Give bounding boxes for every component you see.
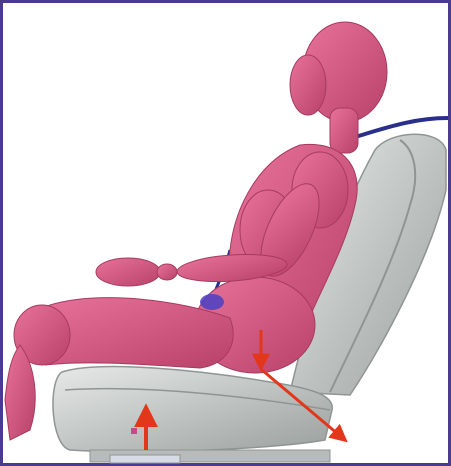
seat-cushion xyxy=(53,367,332,463)
sensor-point xyxy=(131,428,137,434)
belt-contact-marker xyxy=(200,294,224,310)
